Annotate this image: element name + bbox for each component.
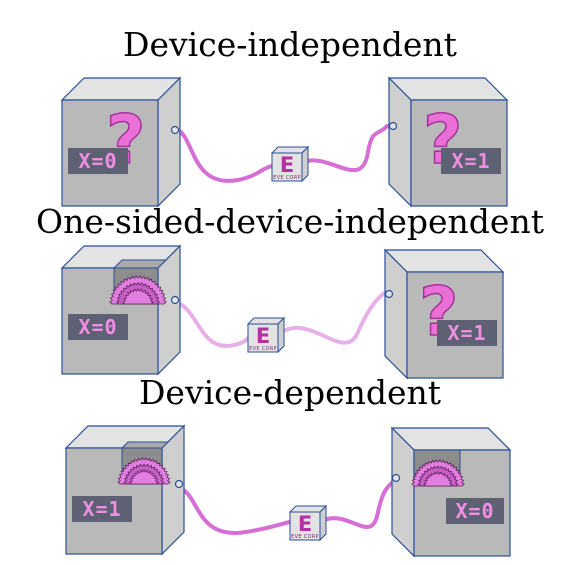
left-device: X=1 xyxy=(64,424,186,556)
eve-corp-box-icon: E EVE CORP xyxy=(270,145,310,183)
scenario-title: One-sided-device-independent xyxy=(36,202,544,241)
gear-ring xyxy=(423,471,453,487)
eve-brand: EVE CORP xyxy=(273,175,301,181)
eve-brand: EVE CORP xyxy=(291,534,319,540)
gear-mechanism-icon xyxy=(117,441,171,485)
display-value: X=1 xyxy=(447,321,486,345)
left-device: ? X=0 xyxy=(60,76,182,208)
right-device: ? X=1 xyxy=(383,248,505,380)
display: X=0 xyxy=(446,498,504,524)
scenario-title: Device-independent xyxy=(123,25,457,64)
eve-letter: E xyxy=(298,512,312,536)
eve-brand: EVE CORP xyxy=(249,346,277,352)
cable-left xyxy=(178,486,292,535)
gear-ring xyxy=(122,288,154,305)
left-device: X=0 xyxy=(60,244,182,376)
gear-mechanism-icon xyxy=(109,259,168,305)
cable-right xyxy=(301,124,389,173)
cable-left xyxy=(174,300,252,348)
scenario-title: Device-dependent xyxy=(139,373,441,412)
cable-right xyxy=(322,478,398,529)
cable-right xyxy=(284,290,388,345)
eve-corp-box-icon: E EVE CORP xyxy=(246,316,286,354)
eve-letter: E xyxy=(256,324,270,348)
display: X=0 xyxy=(68,314,128,340)
eve-letter: E xyxy=(280,153,294,177)
scenario-one-sided-device-independent: One-sided-device-independent X=0 ? xyxy=(36,202,544,380)
scenario-device-dependent: Device-dependent X=1 xyxy=(64,373,512,558)
display: X=1 xyxy=(437,320,497,346)
display-value: X=0 xyxy=(455,499,494,523)
cable-left xyxy=(176,128,274,183)
gear-ring xyxy=(129,469,159,485)
right-device: X=0 xyxy=(390,426,512,558)
display: X=1 xyxy=(441,148,501,174)
display-value: X=0 xyxy=(78,315,117,339)
scenario-device-independent: Device-independent ? X=0 ? X=1 xyxy=(60,25,509,208)
display-value: X=1 xyxy=(82,497,121,521)
display: X=0 xyxy=(68,148,128,174)
display: X=1 xyxy=(72,496,132,522)
display-value: X=1 xyxy=(451,149,490,173)
eve-corp-box-icon: E EVE CORP xyxy=(288,504,328,542)
display-value: X=0 xyxy=(78,149,117,173)
right-device: ? X=1 xyxy=(387,76,509,208)
gear-mechanism-icon xyxy=(411,449,465,487)
